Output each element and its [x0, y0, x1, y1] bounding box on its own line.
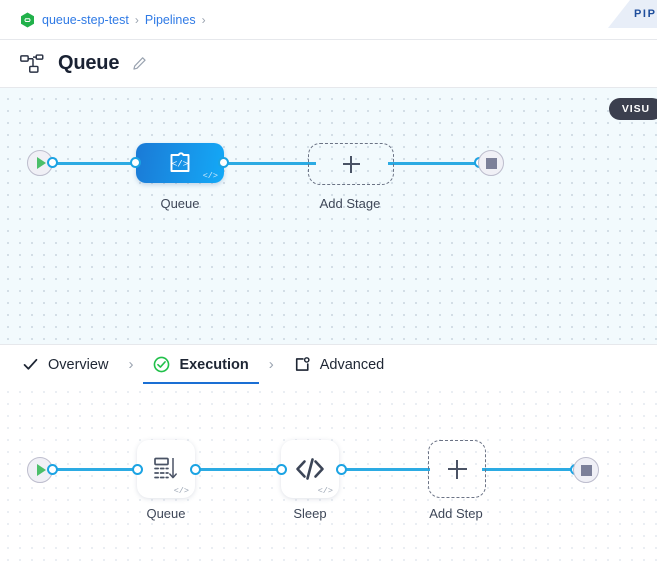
- check-circle-green-icon: [154, 356, 170, 373]
- svg-text:</>: </>: [172, 160, 188, 170]
- step-port-sleep-in[interactable]: [276, 464, 287, 475]
- tab-advanced-label: Advanced: [319, 356, 385, 373]
- play-icon: [37, 464, 46, 476]
- step-graph-canvas[interactable]: </> Queue </> Sleep Add Step: [0, 384, 657, 561]
- plus-icon-vertical: [456, 459, 458, 479]
- tab-execution[interactable]: Execution: [143, 345, 260, 385]
- tab-execution-label: Execution: [179, 356, 249, 373]
- stage-port-queue-in[interactable]: [130, 157, 141, 168]
- tab-separator-2: ›: [268, 356, 274, 373]
- stage-port-start-out[interactable]: [47, 157, 58, 168]
- pipeline-tabs: Overview › Execution › Advanced: [0, 344, 657, 385]
- add-step-button[interactable]: [428, 440, 486, 498]
- play-icon: [37, 157, 46, 169]
- stage-port-queue-out[interactable]: [218, 157, 229, 168]
- breadcrumb: queue-step-test › Pipelines ›: [0, 0, 657, 40]
- step-end-node[interactable]: [573, 457, 599, 483]
- add-stage-button[interactable]: [308, 143, 394, 185]
- breadcrumb-separator: ›: [134, 12, 139, 27]
- tab-overview[interactable]: Overview: [22, 345, 108, 385]
- code-brackets-icon: [296, 458, 324, 480]
- pencil-icon[interactable]: [132, 56, 147, 71]
- project-hexagon-link-icon: [21, 12, 34, 27]
- step-node-sleep-code-badge: </>: [317, 485, 333, 496]
- edge-addstep-to-end: [482, 468, 574, 471]
- tab-advanced[interactable]: Advanced: [294, 345, 385, 385]
- stage-node-queue-code-badge: </>: [202, 170, 218, 181]
- tab-separator-1: ›: [128, 356, 134, 373]
- ribbon-label: PIPE: [634, 8, 657, 20]
- edge-queue-to-addstage: [218, 162, 316, 165]
- step-start-node[interactable]: [27, 457, 53, 483]
- edge-start-to-queue: [50, 162, 145, 165]
- step-node-queue[interactable]: </>: [137, 440, 195, 498]
- breadcrumb-separator-trailing: ›: [201, 12, 206, 27]
- edge-addstage-to-end: [388, 162, 486, 165]
- edge-start-to-queue-step: [50, 468, 145, 471]
- queue-stack-icon: [154, 457, 177, 479]
- add-stage-label: Add Stage: [319, 196, 381, 211]
- step-node-sleep-label: Sleep: [293, 506, 327, 521]
- page-title: Queue: [58, 52, 120, 74]
- breadcrumb-item-pipelines[interactable]: Pipelines: [144, 12, 196, 27]
- step-port-start-out[interactable]: [47, 464, 58, 475]
- step-port-sleep-out[interactable]: [336, 464, 347, 475]
- breadcrumb-item-project[interactable]: queue-step-test: [42, 12, 129, 27]
- puzzle-code-icon: </>: [170, 152, 190, 172]
- edge-sleep-to-addstep: [336, 468, 430, 471]
- step-port-queue-in[interactable]: [132, 464, 143, 475]
- stop-square-icon: [580, 464, 592, 476]
- visualize-button-label: VISU: [621, 103, 650, 115]
- step-port-queue-out[interactable]: [190, 464, 201, 475]
- stage-node-queue-label: Queue: [160, 196, 200, 211]
- visualize-button[interactable]: VISU: [608, 98, 657, 120]
- step-node-sleep[interactable]: </>: [281, 440, 339, 498]
- stage-graph-canvas[interactable]: </> </> Queue Add Stage: [0, 88, 657, 344]
- pipeline-nodes-icon: [20, 53, 44, 73]
- step-node-queue-label: Queue: [146, 506, 186, 521]
- tab-overview-label: Overview: [48, 356, 109, 373]
- stop-square-icon: [485, 157, 497, 169]
- plus-icon-vertical: [350, 155, 352, 173]
- check-icon: [23, 358, 38, 370]
- edge-queue-to-sleep: [190, 468, 290, 471]
- stage-node-queue[interactable]: </> </>: [136, 143, 224, 183]
- add-step-label: Add Step: [429, 506, 483, 521]
- page-header: Queue VISU: [0, 40, 657, 120]
- settings-box-icon: [295, 357, 310, 371]
- step-node-queue-code-badge: </>: [173, 485, 189, 496]
- stage-end-node[interactable]: [478, 150, 504, 176]
